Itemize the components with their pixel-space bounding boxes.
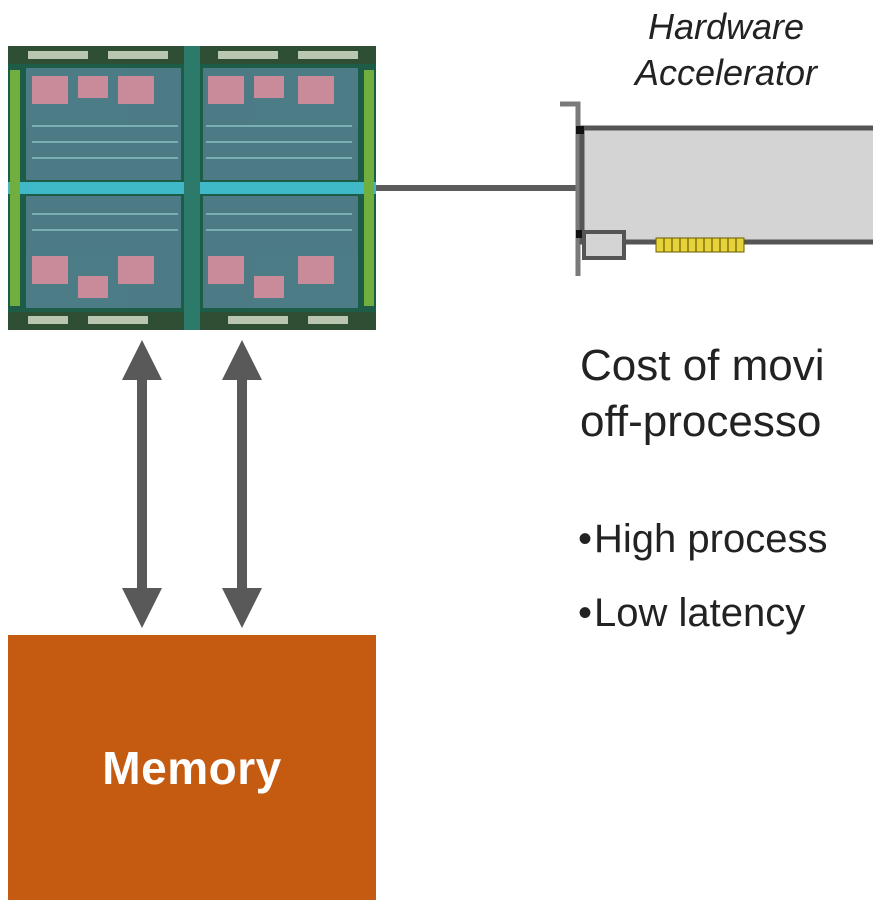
bullet-marker: •	[578, 517, 593, 561]
memory-arrows	[110, 340, 280, 632]
bullet-marker: •	[578, 591, 593, 635]
cost-heading-line2: off-processo	[580, 397, 822, 446]
left-double-arrow	[122, 340, 162, 628]
bullet-item: •High process	[578, 514, 873, 564]
bullet-text: Low latency	[594, 591, 806, 635]
memory-label: Memory	[102, 741, 282, 794]
cost-heading: Cost of movi off-processo	[580, 338, 873, 450]
memory-block: Memory	[8, 635, 376, 900]
accelerator-title-line1: Hardware	[647, 6, 805, 47]
connector-line	[376, 185, 576, 191]
bullet-text: High process	[594, 517, 828, 561]
bullet-list: •High process •Low latency	[578, 514, 873, 662]
processor-die-image	[8, 46, 376, 330]
accelerator-card-image	[560, 100, 873, 280]
cost-heading-line1: Cost of movi	[580, 341, 825, 390]
bullet-item: •Low latency	[578, 588, 873, 638]
accelerator-title: Hardware Accelerator	[580, 4, 872, 96]
gold-contacts	[655, 237, 745, 253]
right-double-arrow	[222, 340, 262, 628]
accelerator-title-line2: Accelerator	[634, 52, 818, 93]
